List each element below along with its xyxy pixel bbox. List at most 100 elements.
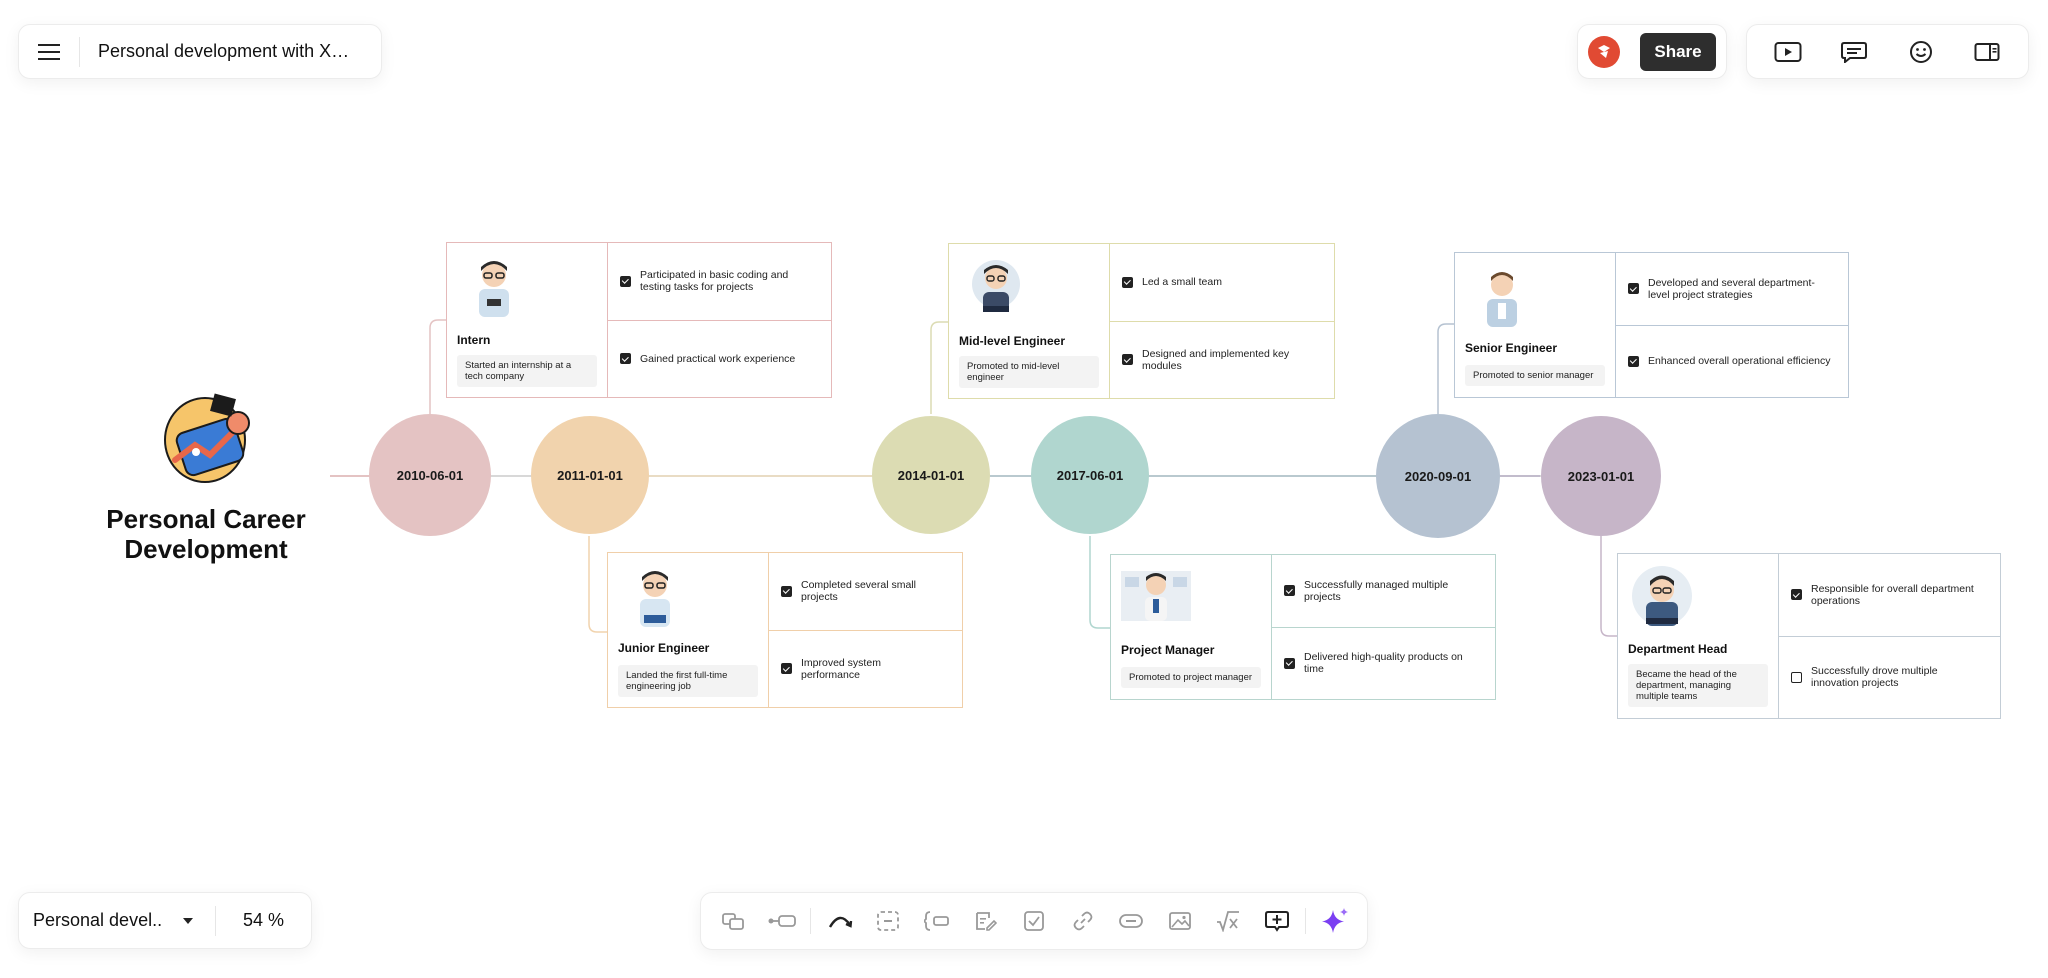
emoji-button[interactable] xyxy=(1899,30,1943,74)
checkbox-icon xyxy=(1024,911,1044,931)
card-role: Junior Engineer xyxy=(618,641,710,655)
present-button[interactable] xyxy=(1766,30,1810,74)
date-node[interactable]: 2010-06-01 xyxy=(369,414,491,536)
caret-down-icon xyxy=(183,917,193,924)
task-item[interactable]: Successfully drove multiple innovation p… xyxy=(1779,635,2000,719)
intern-portrait-icon xyxy=(479,261,509,317)
root-topic[interactable]: Personal Career Development xyxy=(86,504,326,564)
task-item[interactable]: Designed and implemented key modules xyxy=(1110,320,1334,399)
insert-button[interactable] xyxy=(1257,901,1297,941)
task-item[interactable]: Delivered high-quality products on time xyxy=(1272,626,1495,700)
date-label: 2017-06-01 xyxy=(1056,467,1124,483)
checkbox-checked-icon[interactable] xyxy=(1284,657,1295,669)
checkbox-checked-icon[interactable] xyxy=(1122,354,1133,366)
card-senior-engineer[interactable]: Senior Engineer Promoted to senior manag… xyxy=(1454,252,1849,398)
boundary-button[interactable] xyxy=(868,901,908,941)
document-title[interactable]: Personal development with Xmi... xyxy=(98,41,350,61)
task-item[interactable]: Developed and several department-level p… xyxy=(1616,253,1848,325)
side-panel-button[interactable] xyxy=(1965,30,2009,74)
emoji-icon xyxy=(1909,40,1932,63)
card-mid-level-engineer[interactable]: Mid-level Engineer Promoted to mid-level… xyxy=(948,243,1335,399)
ai-assistant-button[interactable] xyxy=(1315,901,1355,941)
checkbox-unchecked-icon[interactable] xyxy=(1791,671,1802,683)
hyperlink-button[interactable] xyxy=(1063,901,1103,941)
date-node[interactable]: 2014-01-01 xyxy=(872,416,990,534)
insert-subtopic-button[interactable] xyxy=(762,901,802,941)
zoom-level[interactable]: 54 % xyxy=(242,910,285,930)
checkbox-checked-icon[interactable] xyxy=(1284,585,1295,597)
user-avatar[interactable] xyxy=(1588,35,1620,68)
link-icon xyxy=(1073,911,1092,931)
card-desc: Landed the first full-time engineering j… xyxy=(618,665,758,697)
checkbox-checked-icon[interactable] xyxy=(1791,589,1802,601)
card-role: Senior Engineer xyxy=(1465,341,1558,355)
side-panel-icon xyxy=(1974,42,2000,61)
checkbox-checked-icon[interactable] xyxy=(781,663,792,675)
ai-sparkle-icon xyxy=(1321,908,1348,933)
note-edit-icon xyxy=(976,912,998,931)
date-node[interactable]: 2017-06-01 xyxy=(1031,416,1149,534)
task-text: Participated in basic coding and testing… xyxy=(640,269,789,294)
image-button[interactable] xyxy=(1160,901,1200,941)
card-junior-engineer[interactable]: Junior Engineer Landed the first full-ti… xyxy=(607,552,963,708)
topic-link-icon xyxy=(1119,914,1143,928)
date-node[interactable]: 2020-09-01 xyxy=(1376,414,1500,538)
view-tools xyxy=(1746,24,2029,79)
relationship-button[interactable] xyxy=(820,901,860,941)
task-item[interactable]: Gained practical work experience xyxy=(608,319,831,398)
card-role: Mid-level Engineer xyxy=(959,334,1066,348)
document-header: Personal development with Xmi... xyxy=(18,24,382,79)
task-item[interactable]: Responsible for overall department opera… xyxy=(1779,554,2000,636)
checkbox-checked-icon[interactable] xyxy=(1628,355,1639,367)
date-node[interactable]: 2011-01-01 xyxy=(531,416,649,534)
task-text: Designed and implemented key modules xyxy=(1142,347,1290,372)
date-label: 2011-01-01 xyxy=(557,467,623,483)
task-item[interactable]: Successfully managed multiple projects xyxy=(1272,555,1495,627)
date-label: 2010-06-01 xyxy=(396,467,464,483)
root-title-line2: Development xyxy=(124,534,288,564)
checkbox-checked-icon[interactable] xyxy=(781,585,792,597)
checkbox-checked-icon[interactable] xyxy=(620,353,631,365)
department-head-portrait-icon xyxy=(1632,566,1692,626)
comments-button[interactable] xyxy=(1832,30,1876,74)
play-icon xyxy=(1774,41,1802,62)
date-label: 2014-01-01 xyxy=(897,467,965,483)
task-item[interactable]: Improved system performance xyxy=(769,629,962,708)
divider xyxy=(215,905,216,936)
task-button[interactable] xyxy=(1014,901,1054,941)
card-intern[interactable]: Intern Started an internship at a tech c… xyxy=(446,242,832,398)
collaboration-bar: Share xyxy=(1577,24,1727,79)
card-role: Department Head xyxy=(1628,642,1728,656)
mid-level-engineer-portrait-icon xyxy=(972,260,1020,312)
task-item[interactable]: Led a small team xyxy=(1110,244,1334,321)
share-button[interactable]: Share xyxy=(1640,32,1716,71)
equation-icon xyxy=(1217,911,1240,932)
checkbox-checked-icon[interactable] xyxy=(620,275,631,287)
toolbar-separator xyxy=(810,908,812,934)
card-project-manager[interactable]: Project Manager Promoted to project mana… xyxy=(1110,554,1496,700)
checkbox-checked-icon[interactable] xyxy=(1628,283,1639,295)
insert-topic-button[interactable] xyxy=(713,901,753,941)
note-button[interactable] xyxy=(965,901,1005,941)
date-node[interactable]: 2023-01-01 xyxy=(1541,416,1661,536)
subtopic-icon xyxy=(768,915,796,927)
card-department-head[interactable]: Department Head Became the head of the d… xyxy=(1617,553,2001,719)
junior-engineer-portrait-icon xyxy=(640,571,670,627)
menu-button[interactable] xyxy=(19,24,79,79)
boundary-icon xyxy=(877,911,900,931)
checkbox-checked-icon[interactable] xyxy=(1122,276,1133,288)
card-desc: Started an internship at a tech company xyxy=(457,355,597,387)
task-item[interactable]: Completed several small projects xyxy=(769,553,962,630)
equation-button[interactable] xyxy=(1208,901,1248,941)
task-text: Delivered high-quality products on time xyxy=(1304,651,1463,676)
task-item[interactable]: Enhanced overall operational efficiency xyxy=(1616,324,1848,398)
sheet-selector[interactable]: Personal devel... xyxy=(19,892,215,949)
topic-link-button[interactable] xyxy=(1111,901,1151,941)
task-item[interactable]: Participated in basic coding and testing… xyxy=(608,243,831,320)
career-illustration xyxy=(164,393,250,483)
root-title-line1: Personal Career xyxy=(106,504,306,534)
topic-icon xyxy=(722,913,745,930)
summary-button[interactable] xyxy=(917,901,957,941)
